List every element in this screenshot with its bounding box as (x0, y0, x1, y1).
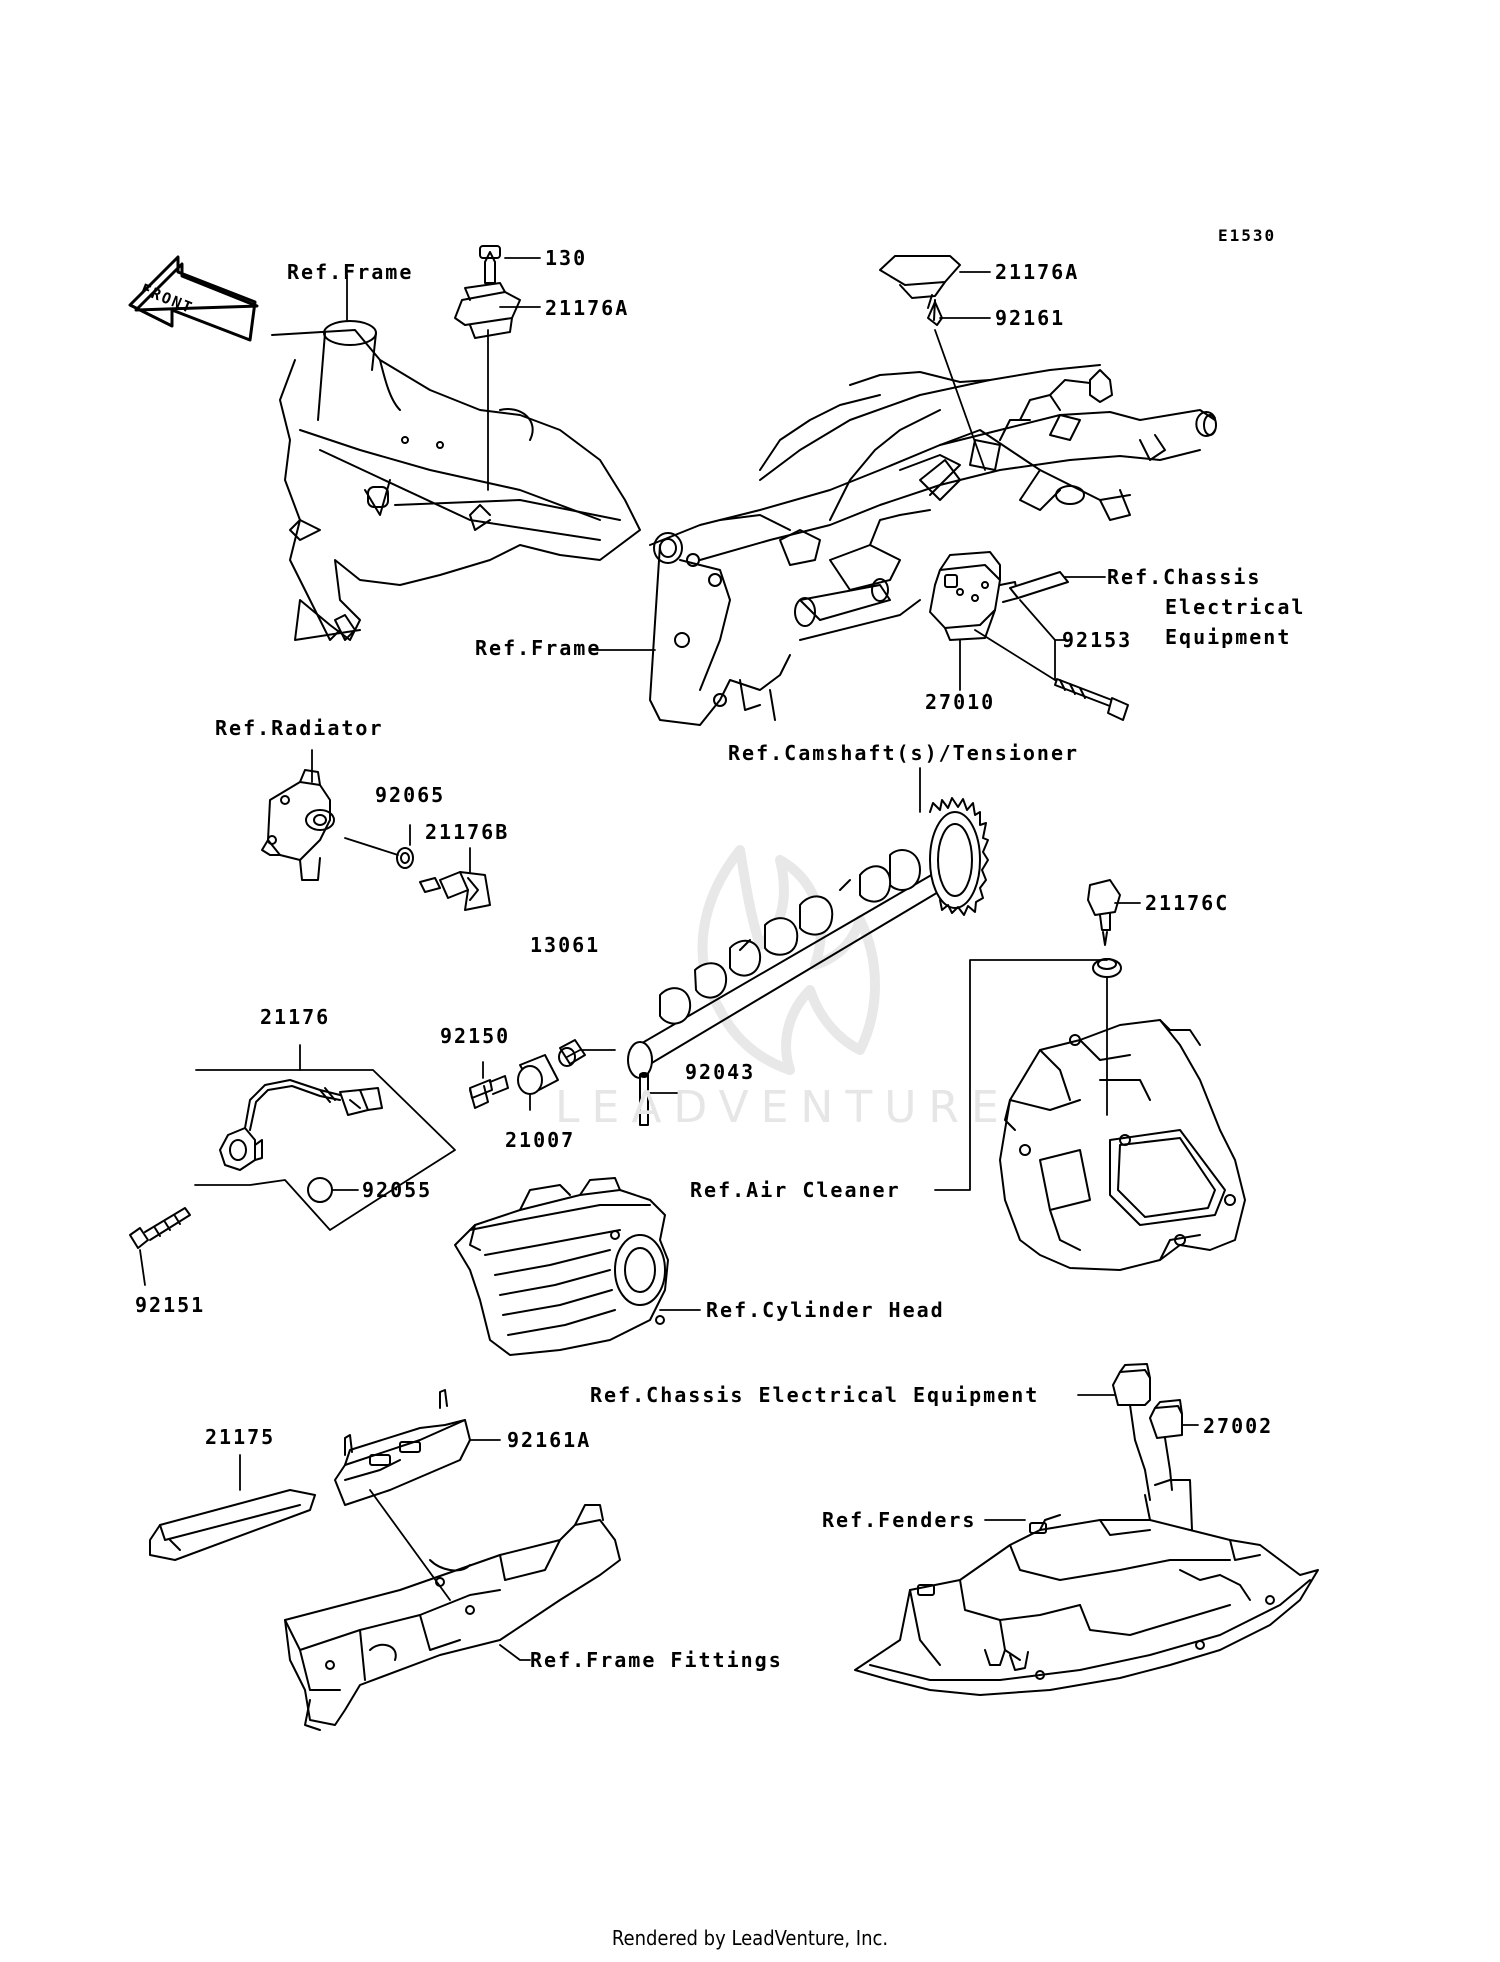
bracket-92161A (334, 1389, 471, 1506)
watermark-text: LEADVENTURE (555, 1082, 1011, 1133)
grommet-21176C (1092, 958, 1122, 978)
part-number-27010[interactable]: 27010 (925, 690, 996, 714)
ref-cylinder-head: Ref.Cylinder Head (706, 1298, 945, 1322)
bolt-92151 (129, 1207, 191, 1249)
ref-chassis-electrical-equipment: Ref.Chassis Electrical Equipment (590, 1383, 1040, 1407)
connector-chassis (1112, 1363, 1151, 1406)
part-number-92043[interactable]: 92043 (685, 1060, 756, 1084)
sensor-21176A-right (879, 255, 961, 326)
washer-92065 (396, 847, 414, 869)
rear-fender (854, 1514, 1319, 1696)
part-number-21176C[interactable]: 21176C (1145, 891, 1230, 915)
camshaft (627, 797, 989, 1079)
watermark-logo-icon (697, 845, 880, 1075)
pin-92043 (639, 1072, 649, 1126)
footer-credit: Rendered by LeadVenture, Inc. (611, 1926, 889, 1950)
cylinder-head (454, 1177, 669, 1356)
part-number-92055[interactable]: 92055 (362, 1178, 433, 1202)
cam-sensor-21176 (219, 1079, 383, 1171)
part-number-21175[interactable]: 21175 (205, 1425, 276, 1449)
ref-frame-top: Ref.Frame (287, 260, 414, 284)
frame-fitting-tray (284, 1504, 621, 1731)
part-number-13061[interactable]: 13061 (530, 933, 601, 957)
main-frame (649, 364, 1217, 726)
sensor-21176B (419, 871, 491, 911)
part-number-21176[interactable]: 21176 (260, 1005, 331, 1029)
ref-air-cleaner: Ref.Air Cleaner (690, 1178, 901, 1202)
rotor-13061 (558, 1039, 586, 1067)
ref-fenders: Ref.Fenders (822, 1508, 977, 1532)
ref-frame-mid: Ref.Frame (475, 636, 602, 660)
ref-chassis-bracket (1009, 571, 1069, 599)
sensor-21176C (1087, 879, 1121, 946)
cover-21175 (149, 1489, 316, 1561)
diagram-id: E1530 (1218, 226, 1277, 245)
part-number-21176A-right[interactable]: 21176A (995, 260, 1080, 284)
bolt-92150 (469, 1075, 509, 1109)
front-arrow-icon (128, 255, 259, 342)
part-number-92065[interactable]: 92065 (375, 783, 446, 807)
ref-chassis-line1: Ref.Chassis (1107, 565, 1262, 589)
sensor-21176A-left (454, 245, 521, 339)
frame-front-section (271, 320, 641, 641)
part-number-21176A-left[interactable]: 21176A (545, 296, 630, 320)
part-number-130[interactable]: 130 (545, 246, 588, 270)
part-number-21176B[interactable]: 21176B (425, 820, 510, 844)
ecu-module-27010 (929, 551, 1019, 641)
part-number-27002[interactable]: 27002 (1203, 1414, 1274, 1438)
part-number-92150[interactable]: 92150 (440, 1024, 511, 1048)
part-number-92161[interactable]: 92161 (995, 306, 1066, 330)
part-number-92151[interactable]: 92151 (135, 1293, 206, 1317)
leader-lines (139, 257, 1199, 1661)
rotor-21007 (517, 1054, 559, 1095)
ref-chassis-line3: Equipment (1165, 625, 1292, 649)
bolt-92153 (1054, 678, 1129, 721)
ref-frame-fittings: Ref.Frame Fittings (530, 1648, 783, 1672)
radiator-housing (261, 769, 335, 881)
part-number-92161A[interactable]: 92161A (507, 1428, 592, 1452)
part-number-92153[interactable]: 92153 (1062, 628, 1133, 652)
ref-camshaft-tensioner: Ref.Camshaft(s)/Tensioner (728, 741, 1080, 765)
relay-27002 (1149, 1399, 1183, 1439)
ref-radiator: Ref.Radiator (215, 716, 384, 740)
air-cleaner-box (999, 1019, 1246, 1271)
oring-92055 (307, 1177, 333, 1203)
part-number-21007[interactable]: 21007 (505, 1128, 576, 1152)
ref-chassis-line2: Electrical (1165, 595, 1306, 619)
